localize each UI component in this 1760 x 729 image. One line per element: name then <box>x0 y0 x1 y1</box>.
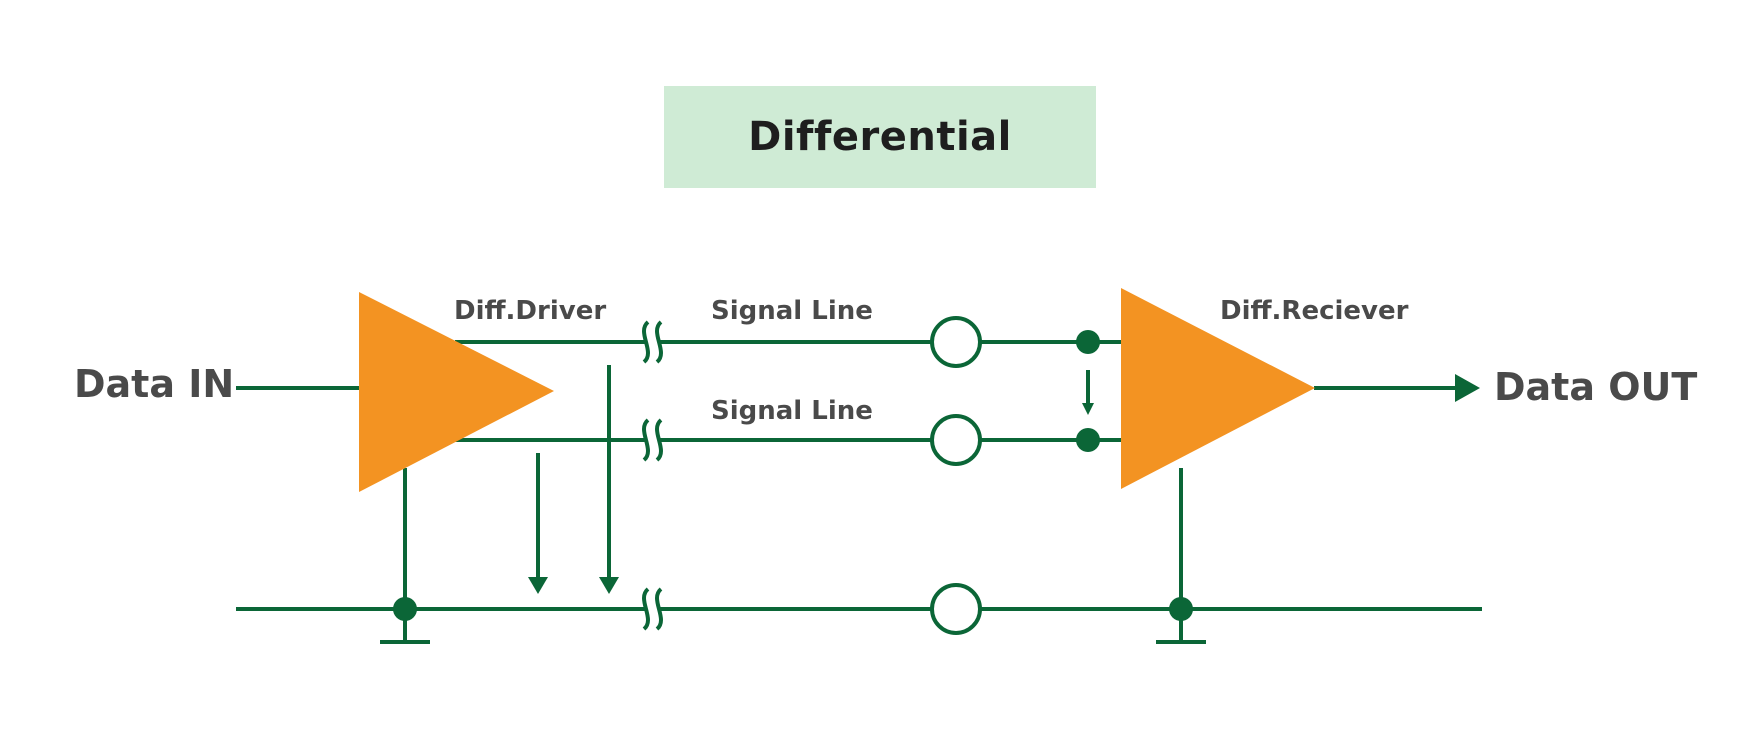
receiver-label: Diff.Reciever <box>1220 296 1409 326</box>
break-symbol-bottom <box>642 418 663 462</box>
driver-label: Diff.Driver <box>454 296 607 326</box>
receiver-ground-node <box>1169 597 1193 621</box>
data-in-label: Data IN <box>74 362 235 406</box>
return-arrow-1-head <box>528 577 548 594</box>
signal-line-top-label: Signal Line <box>711 296 873 326</box>
driver-ground-node <box>393 597 417 621</box>
receiver-node-top <box>1076 330 1100 354</box>
receiver-node-bottom <box>1076 428 1100 452</box>
diagram-title: Differential <box>748 114 1012 160</box>
impedance-circle-ground <box>930 583 982 635</box>
receiver-amplifier-icon <box>1121 288 1315 489</box>
return-arrow-2-head <box>599 577 619 594</box>
title-box: Differential <box>664 86 1096 188</box>
data-out-label: Data OUT <box>1494 365 1698 409</box>
receiver-arrow-head <box>1082 403 1094 415</box>
impedance-circle-top <box>930 316 982 368</box>
break-symbol-ground <box>642 587 663 631</box>
driver-amplifier-icon <box>359 292 554 492</box>
signal-line-bottom-label: Signal Line <box>711 396 873 426</box>
data-out-arrowhead-icon <box>1455 374 1480 402</box>
impedance-circle-bottom <box>930 414 982 466</box>
break-symbol-top <box>642 320 663 364</box>
wires <box>236 320 1482 644</box>
